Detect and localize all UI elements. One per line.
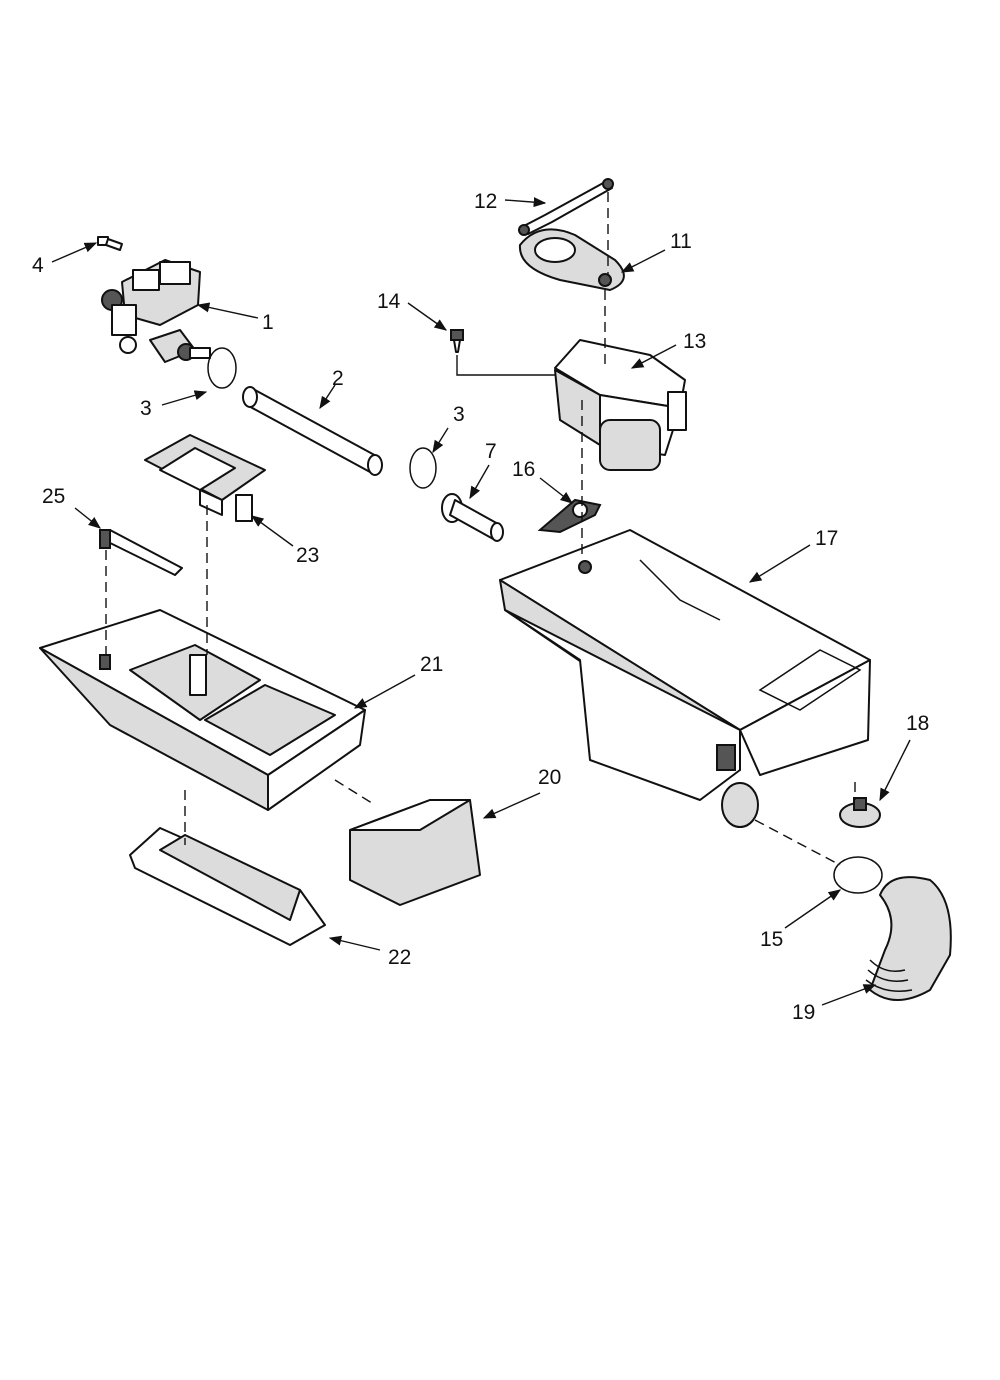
callout-19: 19 — [792, 1001, 815, 1024]
part-19-hose — [865, 876, 952, 1001]
callout-1: 1 — [262, 311, 274, 334]
part-21-drawer — [39, 609, 366, 811]
part-7-connector — [441, 493, 504, 542]
callout-18: 18 — [906, 712, 929, 735]
part-22-tray — [129, 827, 326, 946]
callout-11: 11 — [670, 230, 692, 253]
part-23-cup — [144, 434, 266, 522]
part-4-screw — [97, 236, 123, 251]
part-3-clamp-left — [207, 347, 237, 389]
part-16-lever-plate — [537, 498, 602, 534]
callout-7: 7 — [485, 440, 497, 463]
assembly-lines — [105, 192, 856, 866]
part-2-tube — [242, 386, 383, 476]
part-17-dispenser-housing — [499, 529, 871, 828]
leader-lines — [51, 197, 911, 1006]
callout-16: 16 — [512, 458, 535, 481]
callout-13: 13 — [683, 330, 706, 353]
callout-20: 20 — [538, 766, 561, 789]
callout-12: 12 — [474, 190, 497, 213]
part-18-siphon-cap — [839, 797, 881, 828]
callout-labels: 1 2 3 3 4 7 11 12 13 14 15 16 17 18 19 2… — [32, 190, 929, 1024]
part-25-slide — [99, 529, 183, 576]
part-11-cam-gear — [518, 228, 625, 291]
callout-21: 21 — [420, 653, 443, 676]
callout-14: 14 — [377, 290, 401, 313]
callout-25: 25 — [42, 485, 65, 508]
callout-4: 4 — [32, 254, 44, 277]
callout-15: 15 — [760, 928, 783, 951]
callout-23: 23 — [296, 544, 319, 567]
part-1-inlet-valve — [101, 259, 211, 363]
part-3-clamp-center — [409, 447, 437, 489]
callout-22: 22 — [388, 946, 411, 969]
callout-3-left: 3 — [140, 397, 152, 420]
part-15-clamp — [833, 856, 883, 894]
part-12-link-arm — [518, 178, 614, 236]
part-20-front-panel — [349, 799, 481, 906]
callout-2: 2 — [332, 367, 344, 390]
callout-17: 17 — [815, 527, 838, 550]
callout-3-center: 3 — [453, 403, 465, 426]
part-13-actuator — [554, 339, 687, 471]
part-14-screw — [450, 329, 464, 353]
